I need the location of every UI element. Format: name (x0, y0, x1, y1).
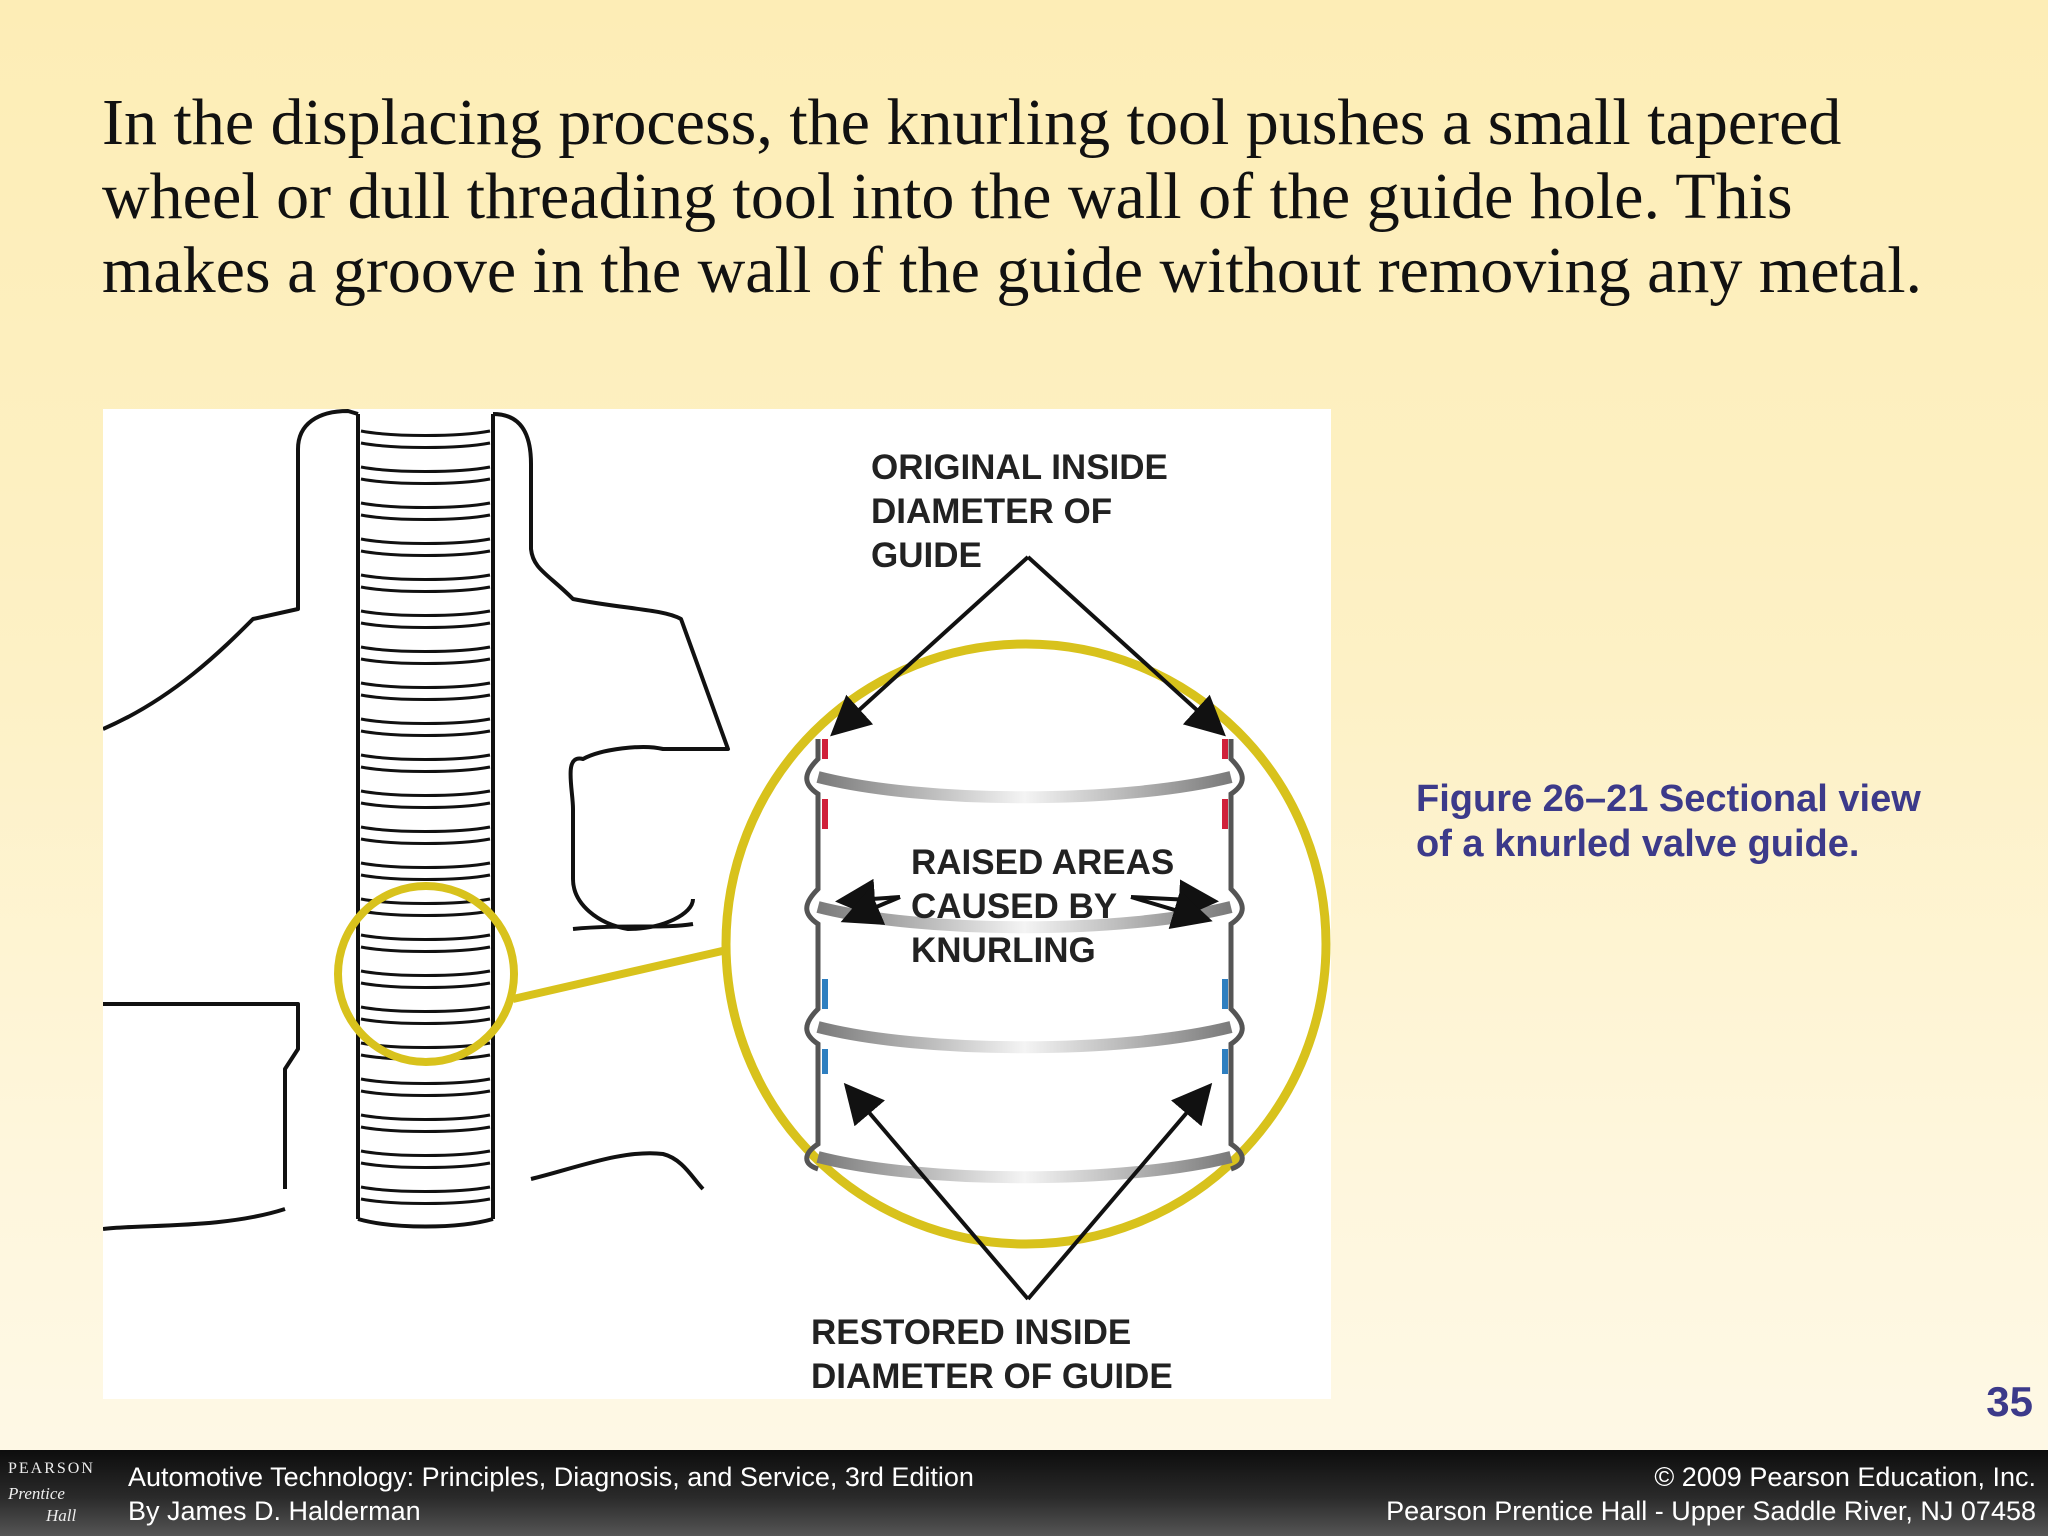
restored-diameter-marks (822, 979, 1228, 1074)
figure-caption: Figure 26–21 Sectional view of a knurled… (1416, 777, 1976, 867)
label-restored-line-1: RESTORED INSIDE (811, 1313, 1131, 1352)
knurl-groove (360, 1197, 491, 1205)
knurl-groove (360, 789, 491, 797)
knurl-groove (360, 501, 491, 509)
knurl-groove (360, 1089, 491, 1097)
knurl-groove (360, 873, 491, 881)
label-raised-line-3: KNURLING (911, 931, 1096, 970)
caption-line-2: of a knurled valve guide. (1416, 823, 1860, 865)
knurl-groove (360, 1149, 491, 1157)
knurl-groove (360, 837, 491, 845)
knurl-groove (360, 945, 491, 953)
logo-text-prentice: Prentice (8, 1484, 65, 1503)
knurl-groove (360, 1017, 491, 1025)
knurl-groove (360, 729, 491, 737)
pointer-arrows (830, 555, 1226, 1301)
valve-guide-diagram: ORIGINAL INSIDE DIAMETER OF GUIDE RAISED… (103, 409, 1331, 1396)
page-number: 35 (1986, 1378, 2033, 1425)
knurl-groove (360, 861, 491, 869)
knurl-groove (360, 609, 491, 617)
knurl-groove (360, 933, 491, 941)
label-original-line-3: GUIDE (871, 536, 982, 575)
slide-heading: In the displacing process, the knurling … (102, 86, 2002, 308)
heading-line-2: wheel or dull threading tool into the wa… (102, 160, 1793, 233)
footer-copyright: © 2009 Pearson Education, Inc. (1654, 1462, 2036, 1492)
label-raised-line-2: CAUSED BY (911, 887, 1117, 926)
slide-footer: PEARSON Prentice Hall Automotive Technol… (0, 1450, 2048, 1536)
knurl-groove (360, 801, 491, 809)
detail-callout-circle (334, 882, 518, 1066)
knurl-groove (360, 465, 491, 473)
knurl-groove (360, 825, 491, 833)
caption-line-1: Figure 26–21 Sectional view (1416, 778, 1921, 820)
knurl-groove (360, 1185, 491, 1193)
footer-publisher-info: © 2009 Pearson Education, Inc. Pearson P… (1386, 1460, 2036, 1528)
knurl-groove (360, 537, 491, 545)
knurl-groove (360, 717, 491, 725)
knurl-groove (360, 1005, 491, 1013)
knurl-groove (360, 1125, 491, 1133)
knurl-groove (360, 441, 491, 449)
knurl-groove (360, 657, 491, 665)
footer-author: By James D. Halderman (128, 1496, 421, 1526)
knurled-valve-guide-figure: ORIGINAL INSIDE DIAMETER OF GUIDE RAISED… (103, 409, 1331, 1399)
knurl-groove (360, 477, 491, 485)
logo-text-hall: Hall (46, 1506, 77, 1525)
knurl-groove (360, 765, 491, 773)
knurl-groove (360, 513, 491, 521)
heading-line-3: makes a groove in the wall of the guide … (102, 234, 1923, 307)
footer-book-info: Automotive Technology: Principles, Diagn… (128, 1460, 974, 1528)
label-original-line-1: ORIGINAL INSIDE (871, 448, 1168, 487)
knurl-groove (360, 1161, 491, 1169)
pearson-prentice-hall-logo: PEARSON Prentice Hall (0, 1450, 100, 1536)
knurl-groove (360, 573, 491, 581)
knurl-groove (360, 549, 491, 557)
knurl-groove (360, 969, 491, 977)
heading-line-1: In the displacing process, the knurling … (102, 86, 1842, 159)
cylinder-head-outline (103, 409, 730, 1231)
label-restored-line-2: DIAMETER OF GUIDE (811, 1357, 1173, 1396)
valve-guide (356, 414, 495, 1229)
knurl-groove (360, 429, 491, 437)
knurl-groove (360, 753, 491, 761)
label-original-line-2: DIAMETER OF (871, 492, 1112, 531)
knurl-groove (360, 693, 491, 701)
callout-connector (512, 945, 732, 1003)
knurl-groove (360, 621, 491, 629)
footer-publisher-address: Pearson Prentice Hall - Upper Saddle Riv… (1386, 1496, 2036, 1526)
label-raised-line-1: RAISED AREAS (911, 843, 1174, 882)
logo-text-pearson: PEARSON (8, 1460, 95, 1477)
knurl-groove (360, 1077, 491, 1085)
original-diameter-marks (822, 739, 1228, 829)
knurl-groove (360, 981, 491, 989)
knurl-groove (360, 645, 491, 653)
knurl-groove (360, 1113, 491, 1121)
footer-book-title: Automotive Technology: Principles, Diagn… (128, 1462, 974, 1492)
knurl-groove (360, 909, 491, 917)
knurl-groove (360, 681, 491, 689)
knurl-groove (360, 585, 491, 593)
